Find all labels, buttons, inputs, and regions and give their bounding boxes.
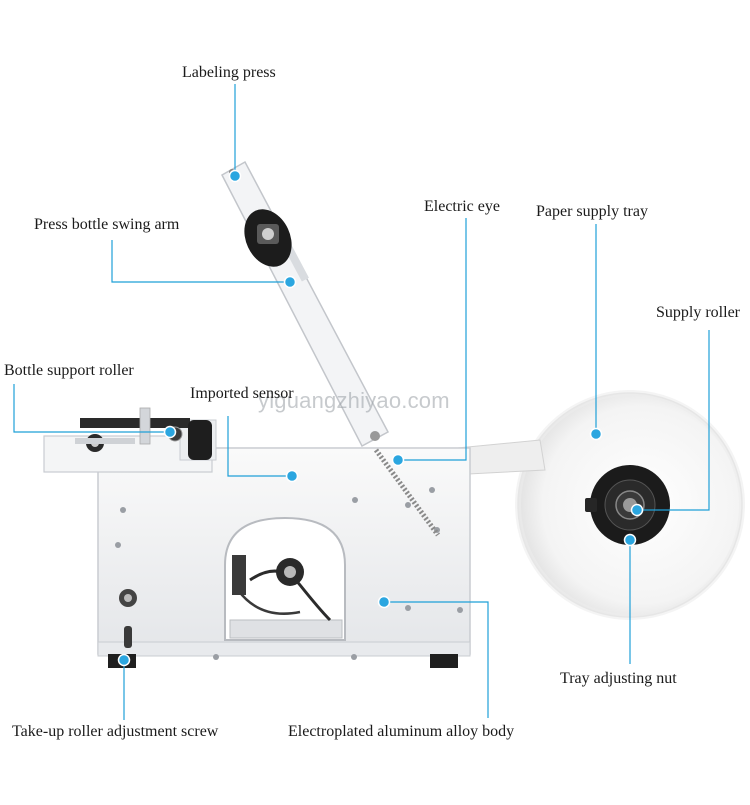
callout-markers xyxy=(117,169,644,667)
label-supply-roller: Supply roller xyxy=(656,304,740,321)
label-bottle-support-roller: Bottle support roller xyxy=(4,362,134,379)
label-take-up-roller-adjustment-screw: Take-up roller adjustment screw xyxy=(12,723,219,740)
bottle-support-rollers xyxy=(75,407,212,460)
label-imported-sensor: Imported sensor xyxy=(190,385,294,402)
label-electroplated-aluminum-alloy-body: Electroplated aluminum alloy body xyxy=(288,723,515,740)
label-press-bottle-swing-arm: Press bottle swing arm xyxy=(34,216,180,233)
watermark: yiguangzhiyao.com xyxy=(258,388,450,413)
main-body xyxy=(43,419,471,668)
leader-lines xyxy=(13,84,710,720)
label-electric-eye: Electric eye xyxy=(424,198,500,215)
label-paper-supply-tray: Paper supply tray xyxy=(536,203,648,220)
labeling-press-roller xyxy=(244,209,292,267)
label-labeling-press: Labeling press xyxy=(182,64,276,81)
label-tray-adjusting-nut: Tray adjusting nut xyxy=(560,670,677,687)
